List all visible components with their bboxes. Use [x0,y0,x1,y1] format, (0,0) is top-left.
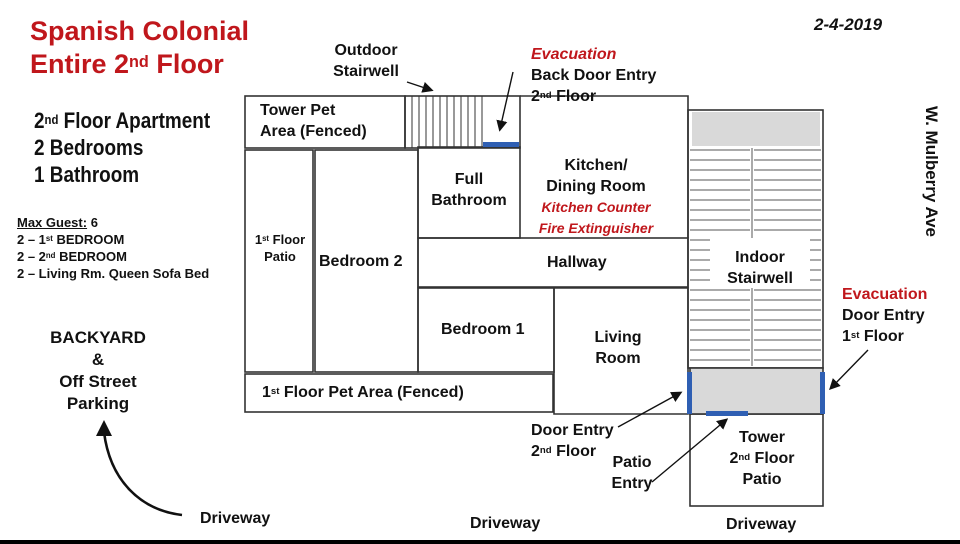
title-line-2: Entire 2nd Floor [30,49,224,79]
tower-patio-label: Tower 2nd Floor Patio [729,429,795,488]
back-door-arrow [496,71,514,132]
indoor-stairwell-room [687,109,824,369]
pet-area-label: 1st Floor Pet Area (Fenced) [262,384,464,401]
door-markers [483,142,825,416]
guest-line-2: 2 – 2nd BEDROOM [17,249,127,264]
first-floor-patio-room [244,149,314,373]
back-door-evac-label: Evacuation Back Door Entry 2nd Floor [531,46,657,105]
bottom-landing [689,367,824,415]
back-door-marker [483,142,519,147]
outdoor-stairwell-arrow [406,81,434,93]
guest-line-1: 2 – 1st BEDROOM [17,232,125,247]
driveway-left-label: Driveway [200,510,271,527]
first-floor-patio-label: 1st Floor Patio [254,232,306,264]
guest-line-3: 2 – Living Rm. Queen Sofa Bed [17,266,210,281]
bathrooms-line: 1 Bathroom [34,162,140,187]
backyard-curve-arrow [102,431,183,517]
driveway-mid-label: Driveway [470,515,541,532]
bedrooms-line: 2 Bedrooms [34,135,144,160]
apartment-summary: 2nd Floor Apartment 2 Bedrooms 1 Bathroo… [34,107,210,188]
patio-door-marker [706,411,748,416]
door-entry-2nd-arrow [617,391,683,428]
max-guest-line: Max Guest: 6 [17,215,98,230]
indoor-stairwell-label-bg [710,243,810,288]
bottom-border [0,540,960,544]
bedroom-1-label: Bedroom 1 [441,321,525,338]
indoor-stair-landing [692,112,820,146]
indoor-stair-treads [690,148,821,366]
guest-info: Max Guest: 6 2 – 1st BEDROOM 2 – 2nd BED… [17,214,209,282]
front-door-arrow [829,349,869,391]
date-label: 2-4-2019 [814,15,883,34]
patio-entry-arrow [651,418,729,483]
door-entry-2nd-label: Door Entry 2nd Floor [531,422,614,460]
apt-line: 2nd Floor Apartment [34,108,211,133]
backyard-label: BACKYARD & Off Street Parking [50,328,146,413]
kitchen-dining-label: Kitchen/ Dining Room Kitchen Counter Fir… [538,157,654,236]
first-floor-pet-area-room [244,373,554,413]
hallway-label: Hallway [547,254,607,271]
front-door-marker [820,372,825,414]
front-door-evac-label: Evacuation Door Entry 1st Floor [842,286,928,345]
label-mask [600,440,610,470]
bedroom-2-label: Bedroom 2 [319,253,403,270]
outdoor-stair-treads [411,96,483,148]
backyard-arrow-head [96,420,112,436]
title-line-1: Spanish Colonial [30,16,250,46]
inner-door-marker [687,372,692,414]
street-label: W. Mulberry Ave [922,106,941,237]
outdoor-stairwell-room [404,95,521,149]
driveway-right-label: Driveway [726,516,797,533]
